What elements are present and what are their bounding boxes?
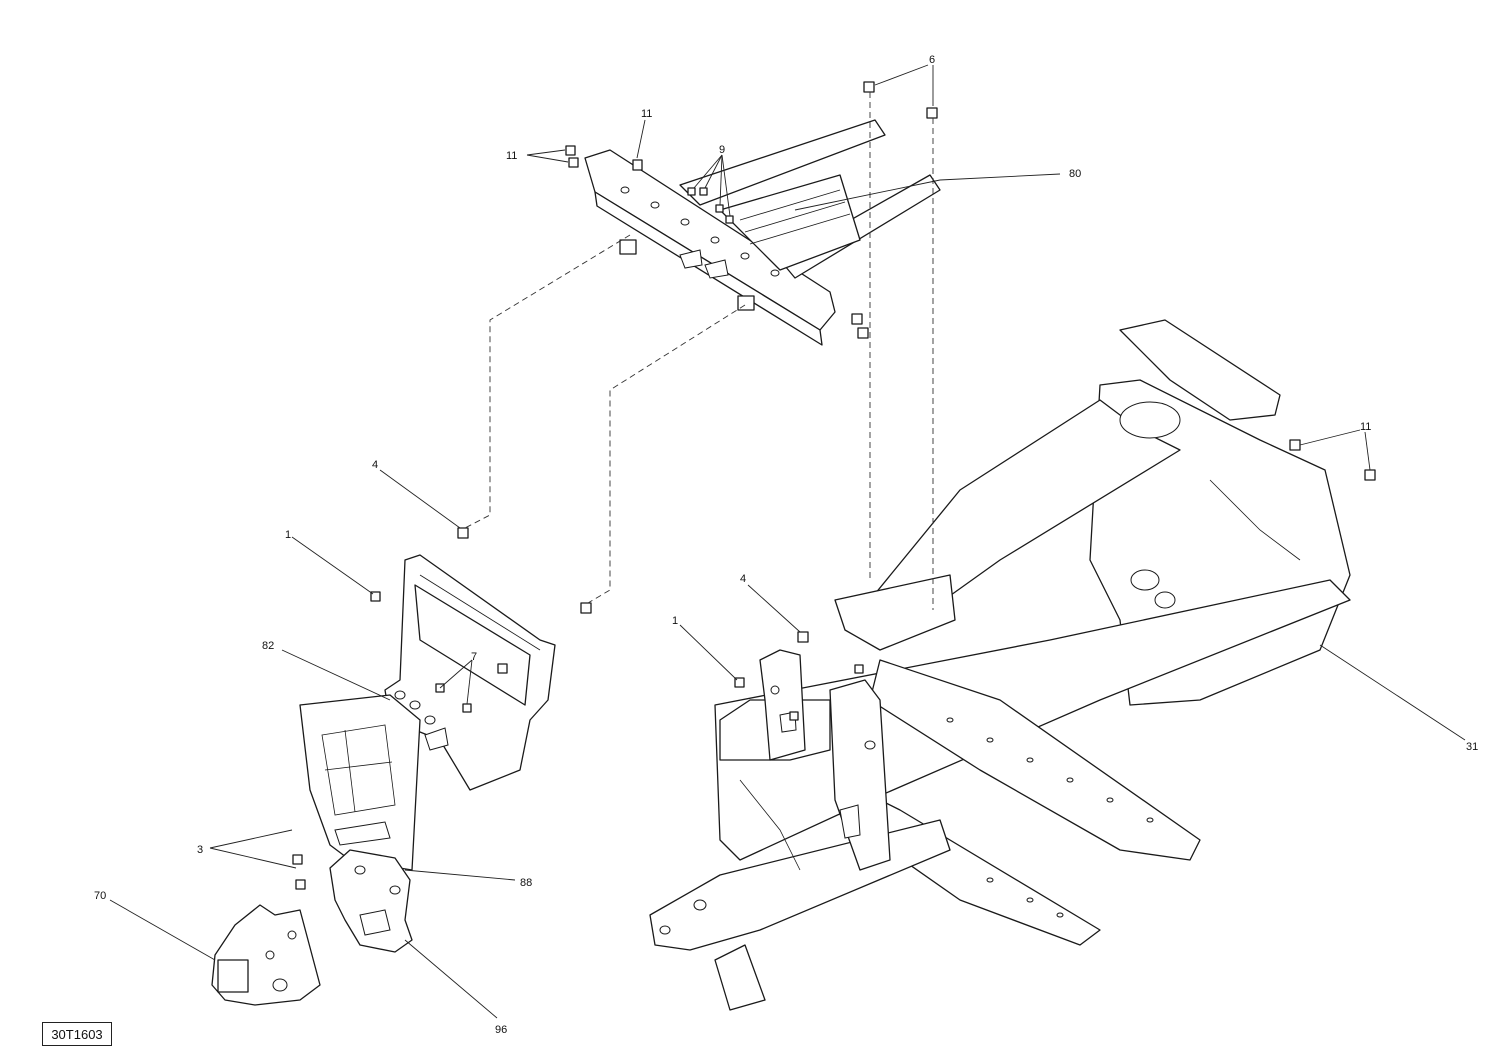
callout-4-left: 4	[372, 459, 378, 471]
mount-bracket-part	[211, 904, 321, 1006]
lower-bracket-part	[292, 849, 413, 953]
callout-1-left: 1	[285, 529, 291, 541]
callout-7: 7	[471, 651, 477, 663]
callout-labels: 6 11 11 9 80 4 1 82 7 3 88 70 96 4 1 11 …	[94, 54, 1478, 1036]
callout-88: 88	[520, 877, 532, 889]
callout-11-left: 11	[506, 150, 517, 162]
callout-70: 70	[94, 890, 106, 902]
leader-lines	[109, 64, 1466, 1019]
callout-1-right: 1	[672, 615, 678, 627]
callout-11-right: 11	[1360, 421, 1371, 433]
skid-plate-part	[299, 694, 421, 871]
callout-3: 3	[197, 844, 203, 856]
callout-6: 6	[929, 54, 935, 66]
callout-80: 80	[1069, 168, 1081, 180]
callout-9: 9	[719, 144, 725, 156]
callout-82: 82	[262, 640, 274, 652]
left-bracket-part	[370, 527, 592, 791]
callout-31: 31	[1466, 741, 1478, 753]
assembly-lines	[464, 92, 934, 610]
reference-code-box: 30T1603	[42, 1022, 112, 1046]
main-frame-part	[649, 319, 1376, 1011]
callout-4-right: 4	[740, 573, 746, 585]
callout-11-upper: 11	[641, 108, 652, 120]
upper-crossmember-part	[584, 119, 941, 346]
callout-96: 96	[495, 1024, 507, 1036]
fastener-group-upper	[565, 81, 938, 339]
